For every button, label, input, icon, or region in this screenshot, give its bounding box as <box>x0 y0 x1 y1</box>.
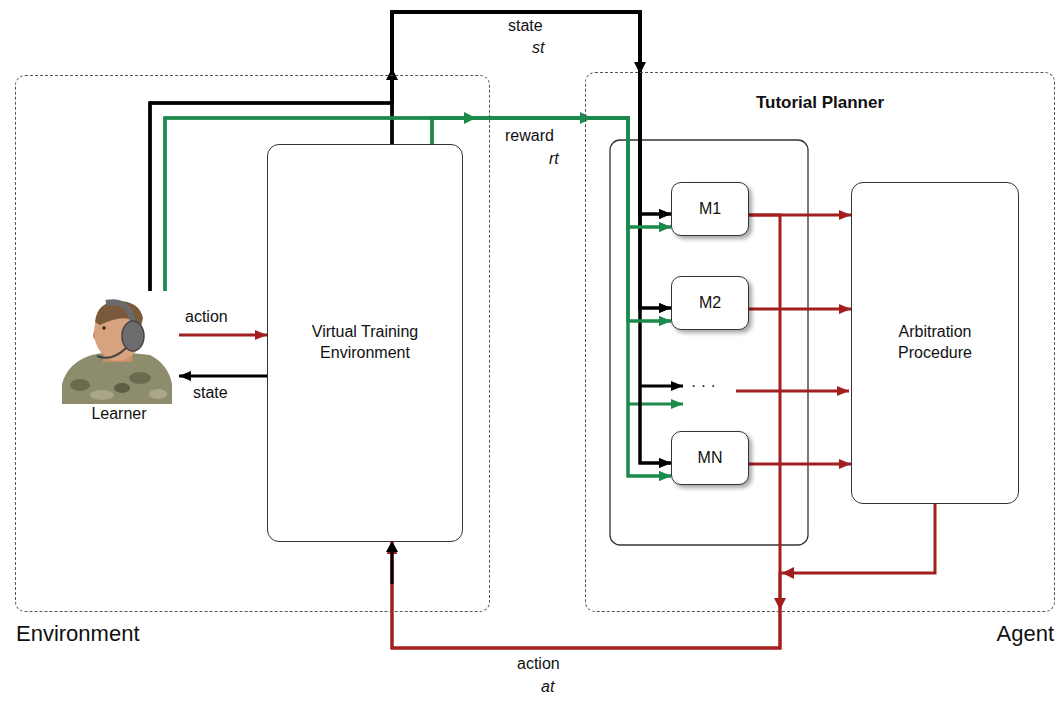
connector <box>392 504 935 648</box>
node-label: MN <box>698 449 723 467</box>
learner-figure: Learner <box>59 291 179 423</box>
module-box: M1 <box>671 182 749 236</box>
arrow-head <box>774 598 786 610</box>
connector <box>432 118 671 476</box>
edge-label: state <box>191 384 230 402</box>
edge-label: reward <box>503 127 556 145</box>
signal-label: at <box>539 678 556 696</box>
arrow-head <box>386 68 398 80</box>
signal-label: rt <box>547 150 561 168</box>
connector <box>179 334 267 337</box>
agent-region: Tutorial PlannerAgentM1M2MNArbitration P… <box>585 72 1055 612</box>
signal-label: · · · <box>689 377 718 395</box>
environment-region: EnvironmentLearnerVirtual Training Envir… <box>15 75 490 612</box>
node-label: Arbitration Procedure <box>864 322 1006 364</box>
process-box: Virtual Training Environment <box>267 144 463 542</box>
node-label: Learner <box>91 405 146 423</box>
module-box: MN <box>671 431 749 485</box>
connector <box>749 463 851 466</box>
node-label: M1 <box>699 200 721 218</box>
connector <box>432 118 671 227</box>
edge-label: action <box>515 655 562 673</box>
region-label: Tutorial Planner <box>586 93 1054 113</box>
edge-label: state <box>506 17 545 35</box>
connector <box>749 308 851 311</box>
edge-label: action <box>183 308 230 326</box>
connector <box>179 375 267 378</box>
node-label: Virtual Training Environment <box>280 322 450 364</box>
region-label: Environment <box>16 621 140 647</box>
arrow-line <box>391 552 394 584</box>
node-label: M2 <box>699 294 721 312</box>
process-box: Arbitration Procedure <box>851 182 1019 504</box>
signal-label: st <box>530 39 546 57</box>
learner-photo <box>62 301 172 404</box>
arrow-head <box>464 112 476 124</box>
dots-arrows <box>628 386 849 404</box>
module-box: M2 <box>671 276 749 330</box>
arrow-head <box>580 112 592 124</box>
connector <box>432 118 671 321</box>
arrow-head <box>782 567 794 579</box>
region-label: Agent <box>997 621 1055 647</box>
arrow-head <box>386 541 398 552</box>
